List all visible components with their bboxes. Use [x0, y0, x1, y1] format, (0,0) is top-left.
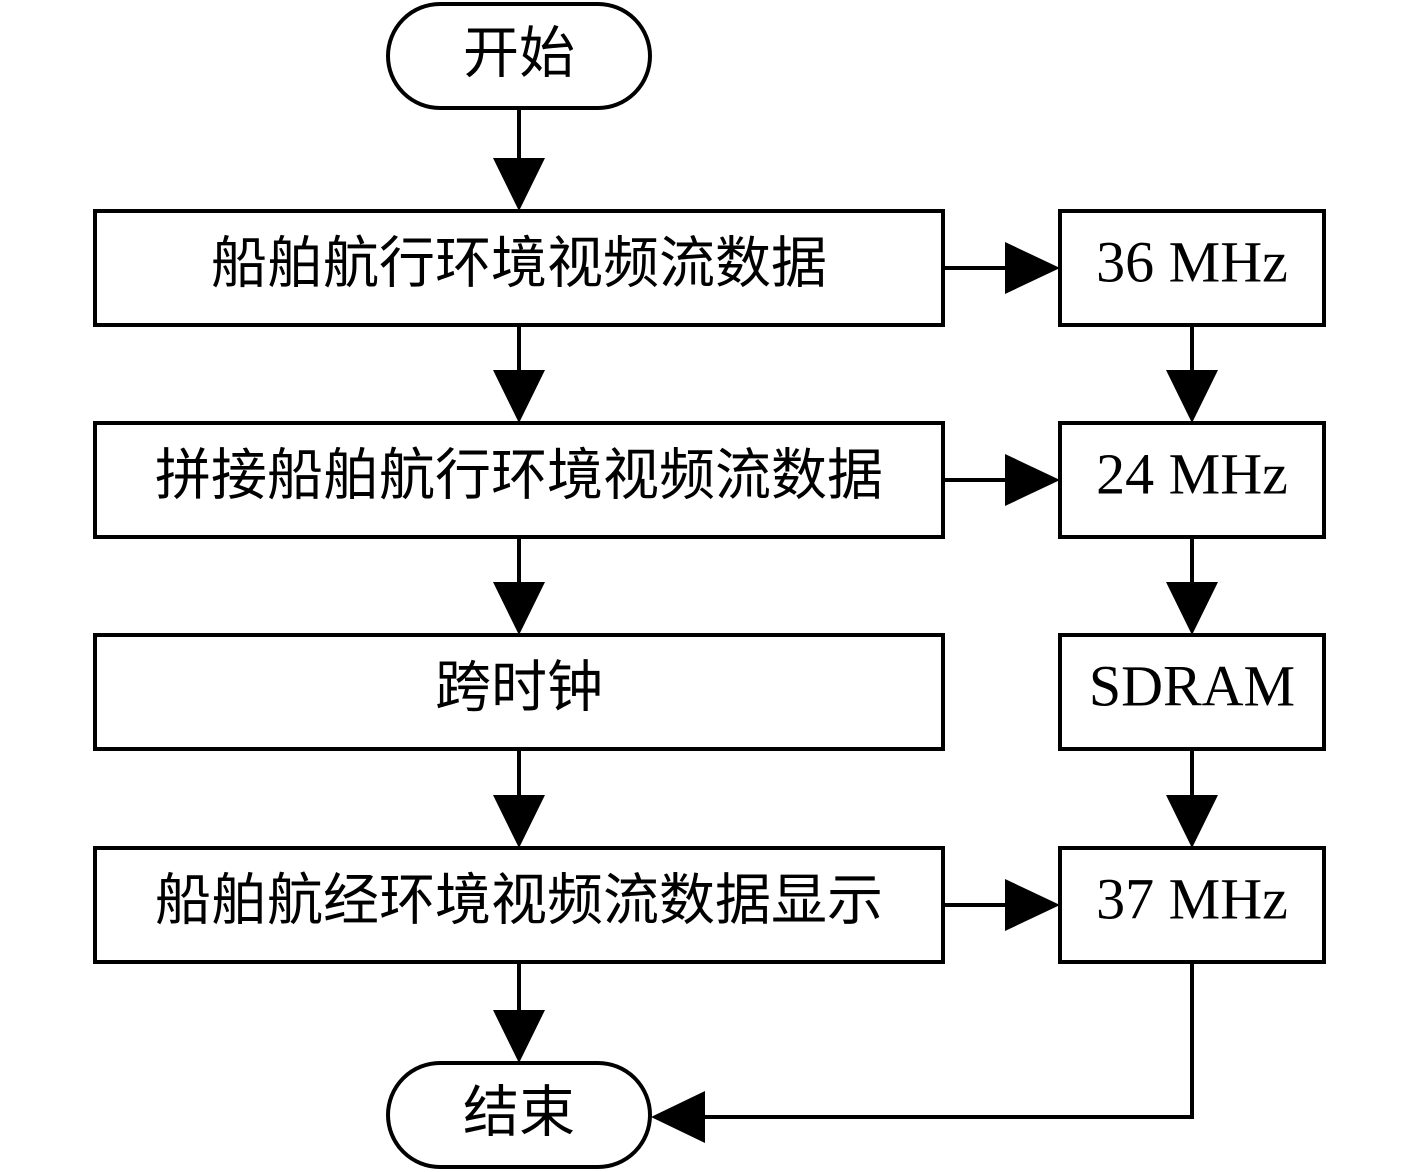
- video-stream-label: 船舶航行环境视频流数据: [211, 232, 827, 297]
- arrowhead-37mhz-to-end: [651, 1091, 705, 1143]
- cross-clock-label: 跨时钟: [435, 656, 603, 721]
- clock-36mhz-node: 36 MHz: [1058, 209, 1326, 327]
- arrowhead-stitch-to-24mhz: [1005, 454, 1060, 506]
- arrowhead-display-to-end: [493, 1010, 545, 1063]
- clock-37mhz-node: 37 MHz: [1058, 846, 1326, 964]
- sdram-label: SDRAM: [1089, 653, 1295, 718]
- video-stream-node: 船舶航行环境视频流数据: [93, 209, 945, 327]
- sdram-node: SDRAM: [1058, 633, 1326, 751]
- cross-clock-node: 跨时钟: [93, 633, 945, 751]
- end-node: 结束: [386, 1061, 652, 1169]
- arrowhead-stitch-to-crossclock: [493, 582, 545, 635]
- clock-37mhz-label: 37 MHz: [1096, 866, 1288, 931]
- clock-24mhz-label: 24 MHz: [1096, 441, 1288, 506]
- arrowhead-sdram-to-37mhz: [1166, 795, 1218, 848]
- arrowhead-36mhz-to-24mhz: [1166, 370, 1218, 423]
- arrowhead-start-to-video: [493, 158, 545, 211]
- arrowhead-crossclock-to-display: [493, 795, 545, 848]
- stitch-label: 拼接船舶航行环境视频流数据: [155, 444, 883, 509]
- arrowhead-video-to-36mhz: [1005, 242, 1060, 294]
- clock-24mhz-node: 24 MHz: [1058, 421, 1326, 539]
- start-node: 开始: [386, 2, 652, 110]
- display-label: 船舶航经环境视频流数据显示: [155, 869, 883, 934]
- display-node: 船舶航经环境视频流数据显示: [93, 846, 945, 964]
- edge-37mhz-to-end: [700, 962, 1194, 1119]
- arrowhead-24mhz-to-sdram: [1166, 582, 1218, 635]
- arrowhead-video-to-stitch: [493, 370, 545, 423]
- start-label: 开始: [463, 22, 575, 87]
- end-label: 结束: [463, 1081, 575, 1146]
- stitch-node: 拼接船舶航行环境视频流数据: [93, 421, 945, 539]
- clock-36mhz-label: 36 MHz: [1096, 229, 1288, 294]
- arrowhead-display-to-37mhz: [1005, 879, 1060, 931]
